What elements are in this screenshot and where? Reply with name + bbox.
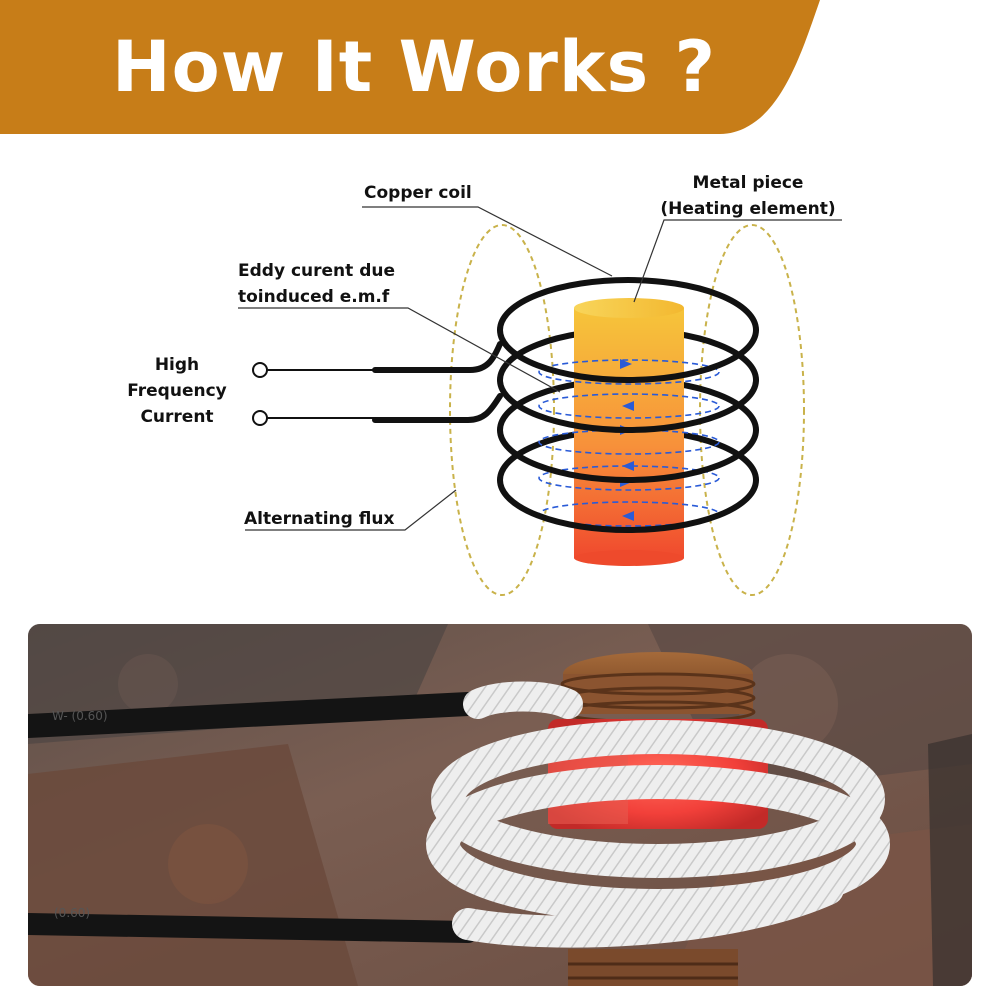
leader-lines: [238, 206, 842, 531]
braided-coil: [426, 681, 890, 948]
cable-print-bottom: (0.60): [54, 906, 90, 920]
flux-lines: [449, 224, 805, 596]
coil-leads: [267, 341, 503, 423]
label-frequency: Frequency: [127, 381, 227, 401]
label-high: High: [155, 355, 199, 375]
label-induced-emf: toinduced e.m.f: [238, 287, 390, 307]
label-copper-coil: Copper coil: [364, 183, 472, 203]
metal-piece: [574, 298, 684, 566]
label-alternating-flux: Alternating flux: [244, 509, 394, 529]
terminal-icons: [252, 362, 268, 426]
header-banner: [0, 0, 820, 134]
flux-line-left: [449, 224, 555, 596]
induction-coil-photo: W- (0.60) (0.60): [28, 624, 972, 986]
terminal-circle-icon: [252, 410, 268, 426]
label-eddy-current: Eddy curent due: [238, 261, 395, 281]
label-current: Current: [140, 407, 213, 427]
induction-diagram: Copper coil Metal piece (Heating element…: [127, 173, 842, 596]
cable-print-top: W- (0.60): [52, 709, 108, 723]
product-photo: W- (0.60) (0.60): [28, 624, 972, 986]
terminal-circle-icon: [252, 362, 268, 378]
label-heating-element: (Heating element): [660, 199, 835, 219]
coil-front: [497, 327, 759, 533]
flux-line-right: [699, 224, 805, 596]
label-metal-piece: Metal piece: [693, 173, 804, 193]
page-title: How It Works ?: [112, 26, 717, 108]
